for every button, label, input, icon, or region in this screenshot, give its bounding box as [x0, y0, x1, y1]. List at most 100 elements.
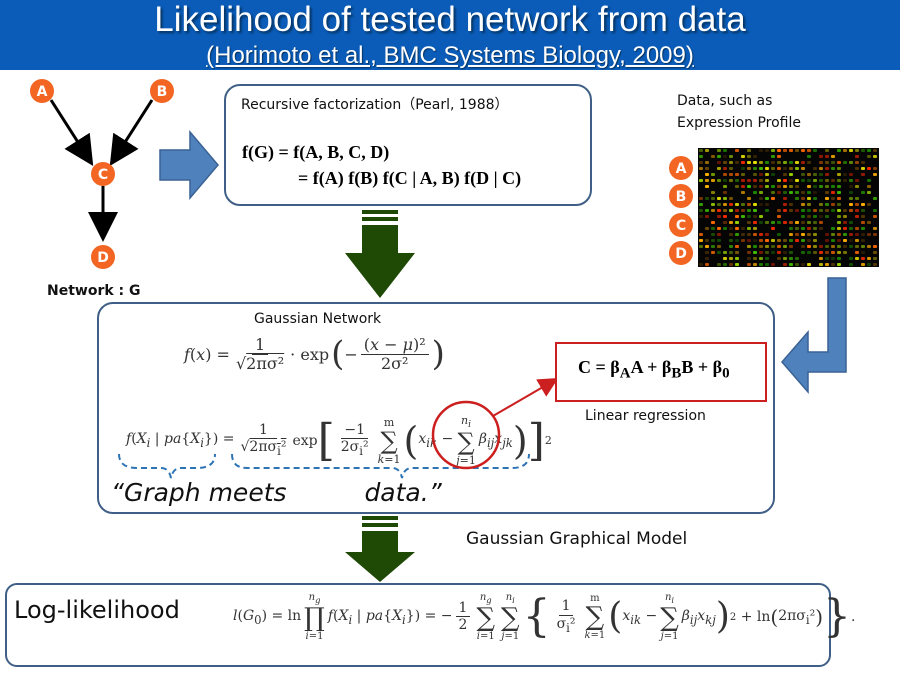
- heatmap-spot: [819, 203, 823, 206]
- heatmap-spot: [873, 197, 877, 200]
- svg-text:A: A: [37, 84, 48, 100]
- heatmap-spot: [711, 221, 715, 224]
- heatmap-spot: [747, 221, 751, 224]
- heatmap-spot: [783, 245, 787, 248]
- heatmap-spot: [711, 155, 715, 158]
- svg-text:B: B: [676, 189, 687, 205]
- slide-title: Likelihood of tested network from data: [154, 0, 746, 39]
- heatmap-spot: [873, 251, 877, 254]
- heatmap-spot: [759, 149, 763, 152]
- heatmap-spot: [837, 185, 841, 188]
- heatmap-spot: [867, 263, 871, 266]
- heatmap-spot: [765, 173, 769, 176]
- heatmap-spot: [801, 197, 805, 200]
- heatmap-spot: [735, 251, 739, 254]
- data-caption-line1: Data, such as: [677, 93, 773, 109]
- heatmap-spot: [831, 167, 835, 170]
- factorization-line2: = f(A) f(B) f(C | A, B) f(D | C): [298, 168, 522, 188]
- heatmap-spot: [795, 221, 799, 224]
- heatmap-spot: [795, 197, 799, 200]
- heatmap-spot: [801, 209, 805, 212]
- heatmap-spot: [771, 149, 775, 152]
- heatmap-spot: [807, 245, 811, 248]
- heatmap-spot: [789, 161, 793, 164]
- svg-text:D: D: [675, 246, 687, 262]
- heatmap-spot: [789, 239, 793, 242]
- heatmap-spot: [873, 209, 877, 212]
- heatmap-spot: [843, 221, 847, 224]
- heatmap-spot: [771, 155, 775, 158]
- expression-heatmap: [698, 148, 879, 267]
- heatmap-spot: [783, 179, 787, 182]
- heatmap-spot: [729, 197, 733, 200]
- heatmap-spot: [813, 191, 817, 194]
- row-label-a: A: [669, 156, 693, 180]
- row-label-d: D: [669, 241, 693, 265]
- heatmap-spot: [861, 221, 865, 224]
- heatmap-spot: [789, 149, 793, 152]
- heatmap-spot: [711, 179, 715, 182]
- heatmap-spot: [753, 179, 757, 182]
- heatmap-spot: [837, 149, 841, 152]
- heatmap-spot: [765, 245, 769, 248]
- heatmap-spot: [771, 251, 775, 254]
- heatmap-spot: [873, 173, 877, 176]
- heatmap-row-labels: A B C D: [669, 156, 693, 265]
- down-arrow-1-icon: [345, 210, 415, 298]
- heatmap-spot: [783, 221, 787, 224]
- heatmap-spot: [771, 191, 775, 194]
- heatmap-spot: [819, 185, 823, 188]
- row-label-b: B: [669, 184, 693, 208]
- heatmap-spot: [801, 239, 805, 242]
- heatmap-spot: [831, 251, 835, 254]
- heatmap-spot: [855, 197, 859, 200]
- heatmap-spot: [735, 173, 739, 176]
- row-label-c: C: [669, 213, 693, 237]
- log-likelihood-box: [5, 583, 831, 667]
- heatmap-spot: [795, 185, 799, 188]
- heatmap-spot: [723, 215, 727, 218]
- graph-meets-text: “Graph meets: [111, 478, 287, 507]
- heatmap-spot: [837, 245, 841, 248]
- heatmap-spot: [723, 149, 727, 152]
- heatmap-spot: [807, 227, 811, 230]
- heatmap-spot: [705, 245, 709, 248]
- heatmap-spot: [873, 257, 877, 260]
- heatmap-spot: [759, 233, 763, 236]
- heatmap-spot: [783, 197, 787, 200]
- svg-text:D: D: [97, 250, 109, 266]
- heatmap-spot: [849, 161, 853, 164]
- heatmap-spot: [729, 167, 733, 170]
- heatmap-spot: [789, 227, 793, 230]
- heatmap-spot: [831, 245, 835, 248]
- heatmap-spot: [837, 173, 841, 176]
- heatmap-spot: [813, 185, 817, 188]
- heatmap-spot: [765, 185, 769, 188]
- heatmap-spot: [825, 155, 829, 158]
- heatmap-spot: [855, 203, 859, 206]
- heatmap-spot: [735, 203, 739, 206]
- heatmap-spot: [699, 149, 703, 152]
- heatmap-spot: [831, 257, 835, 260]
- dashed-brace-graph: [118, 453, 216, 479]
- heatmap-spot: [747, 149, 751, 152]
- heatmap-spot: [759, 245, 763, 248]
- heatmap-spot: [831, 155, 835, 158]
- heatmap-spot: [729, 173, 733, 176]
- heatmap-spot: [825, 263, 829, 266]
- heatmap-spot: [759, 203, 763, 206]
- heatmap-spot: [717, 179, 721, 182]
- heatmap-spot: [855, 161, 859, 164]
- heatmap-spot: [849, 263, 853, 266]
- heatmap-spot: [831, 203, 835, 206]
- heatmap-spot: [699, 161, 703, 164]
- heatmap-spot: [807, 209, 811, 212]
- heatmap-spot: [705, 185, 709, 188]
- heatmap-spot: [741, 185, 745, 188]
- right-block-arrow-icon: [159, 130, 219, 200]
- heatmap-spot: [825, 173, 829, 176]
- heatmap-spot: [717, 155, 721, 158]
- heatmap-spot: [855, 245, 859, 248]
- heatmap-spot: [861, 191, 865, 194]
